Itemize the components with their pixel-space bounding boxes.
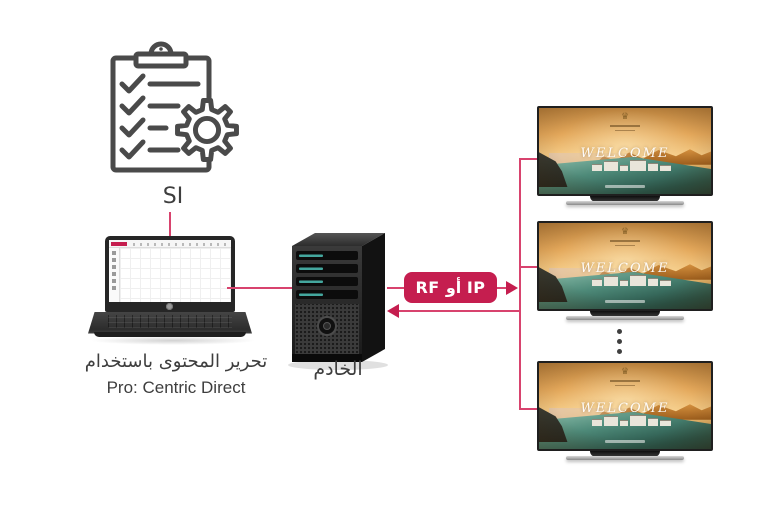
stub-display-3 xyxy=(519,408,546,410)
laptop-caption-product: Pro: Centric Direct xyxy=(106,378,246,397)
connector-badge-trunk xyxy=(497,287,507,289)
tv-base xyxy=(566,316,684,320)
welcome-text: WELCOME xyxy=(539,401,711,416)
tv-screen: ♛ WELCOME xyxy=(537,106,713,196)
screen-footer-text xyxy=(605,184,645,188)
si-label: SI xyxy=(162,184,184,209)
ellipsis-dot xyxy=(617,349,622,354)
connector-laptop-server xyxy=(227,287,293,289)
badge-rf-ip: RF أو IP xyxy=(404,272,497,303)
editor-toolbar xyxy=(109,240,231,248)
laptop-keys xyxy=(108,315,232,328)
server-drive-bays xyxy=(296,251,358,299)
tv-base xyxy=(566,456,684,460)
village-graphic xyxy=(592,412,672,426)
tv-stand xyxy=(590,311,660,317)
tv-screen: ♛ WELCOME xyxy=(537,221,713,311)
village-graphic xyxy=(592,272,672,286)
lg-logo xyxy=(166,303,173,310)
welcome-text: WELCOME xyxy=(539,261,711,276)
tv-display-2: ♛ WELCOME xyxy=(537,221,713,320)
hotel-crown-logo: ♛ xyxy=(539,228,711,237)
editor-app-mock xyxy=(109,240,231,302)
editor-logo-chip xyxy=(111,242,127,246)
screen-footer-text xyxy=(605,439,645,443)
arrow-left-icon xyxy=(387,304,399,318)
tv-stand xyxy=(590,451,660,457)
editor-grid-canvas xyxy=(120,248,231,302)
server-shadow xyxy=(288,360,388,370)
stub-display-1 xyxy=(519,158,540,160)
laptop-keyboard-base xyxy=(88,312,252,334)
screen-footer-text xyxy=(605,299,645,303)
editor-tool-rail xyxy=(109,248,120,302)
laptop-shadow xyxy=(90,336,256,345)
server-tower xyxy=(288,233,388,370)
server-base-lip xyxy=(292,354,362,362)
welcome-text: WELCOME xyxy=(539,146,711,161)
server-top-face xyxy=(292,233,385,246)
trunk-line xyxy=(519,158,521,410)
connector-server-badge xyxy=(387,287,405,289)
hotel-crown-logo: ♛ xyxy=(539,368,711,377)
server-side-face xyxy=(362,233,385,362)
village-graphic xyxy=(592,157,672,171)
hotel-crown-logo: ♛ xyxy=(539,113,711,122)
server-label: الخادم xyxy=(313,358,363,380)
clipboard-gear-icon xyxy=(110,41,239,173)
tv-screen: ♛ WELCOME xyxy=(537,361,713,451)
arrow-right-icon xyxy=(506,281,518,295)
tv-display-3: ♛ WELCOME xyxy=(537,361,713,460)
laptop-caption: تحرير المحتوى باستخدام Pro: Centric Dire… xyxy=(46,349,306,401)
ellipsis-dot xyxy=(617,329,622,334)
tv-stand xyxy=(590,196,660,202)
connector-return xyxy=(398,310,520,312)
gear-icon xyxy=(175,98,239,162)
laptop-front-edge xyxy=(94,332,246,337)
editor-toolbar-icons xyxy=(133,243,227,246)
stub-display-2 xyxy=(519,266,540,268)
laptop-screen xyxy=(105,236,235,312)
tv-display-1: ♛ WELCOME xyxy=(537,106,713,205)
laptop-caption-arabic: تحرير المحتوى باستخدام xyxy=(84,351,268,372)
ellipsis-dot xyxy=(617,339,622,344)
connector-si-laptop xyxy=(169,212,171,238)
tv-base xyxy=(566,201,684,205)
